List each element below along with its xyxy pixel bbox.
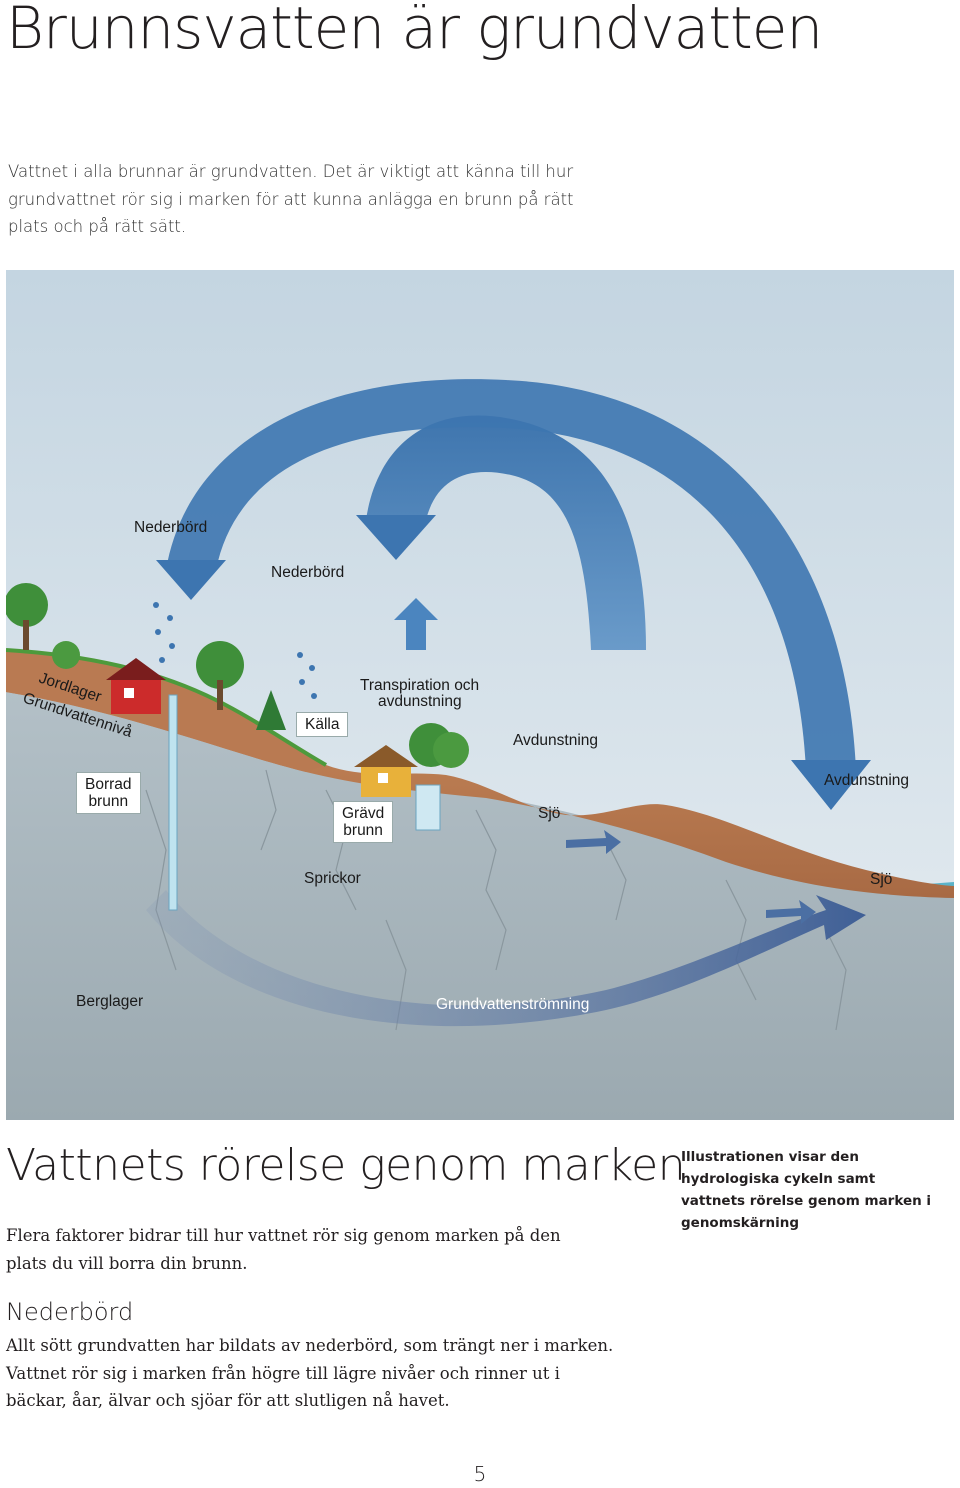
label-avdunstning-2: Avdunstning <box>824 772 909 789</box>
intro-paragraph: Vattnet i alla brunnar är grundvatten. D… <box>8 158 608 241</box>
page-title: Brunnsvatten är grundvatten <box>6 0 822 62</box>
label-avdunstning-1: Avdunstning <box>513 732 598 749</box>
label-gravd-brunn: Grävd brunn <box>333 801 393 843</box>
label-nederbord-1: Nederbörd <box>134 519 207 536</box>
label-grundvattenstromning: Grundvattenströmning <box>436 996 589 1013</box>
label-nederbord-2: Nederbörd <box>271 564 344 581</box>
hydrological-cycle-illustration: Nederbörd Nederbörd Transpiration och av… <box>6 270 954 1120</box>
figure-caption: Illustrationen visar den hydrologiska cy… <box>681 1146 943 1234</box>
section-paragraph-2: Allt sött grundvatten har bildats av ned… <box>6 1332 616 1415</box>
label-transpiration-1: Transpiration och <box>360 677 479 694</box>
section-paragraph-1: Flera faktorer bidrar till hur vattnet r… <box>6 1222 606 1277</box>
subheading-nederbord: Nederbörd <box>6 1298 133 1326</box>
drilled-well-pipe <box>169 695 177 910</box>
section-heading: Vattnets rörelse genom marken <box>6 1140 685 1191</box>
label-sjo-1: Sjö <box>538 805 560 822</box>
label-sjo-2: Sjö <box>870 871 892 888</box>
page-number: 5 <box>0 1462 960 1486</box>
label-transpiration-2: avdunstning <box>378 693 462 710</box>
label-borrad-brunn: Borrad brunn <box>76 772 141 814</box>
label-kalla: Källa <box>296 712 348 737</box>
dug-well <box>416 785 440 830</box>
label-berglager: Berglager <box>76 993 143 1010</box>
label-sprickor: Sprickor <box>304 870 361 887</box>
illustration-svg: Nederbörd Nederbörd Transpiration och av… <box>6 270 954 1120</box>
